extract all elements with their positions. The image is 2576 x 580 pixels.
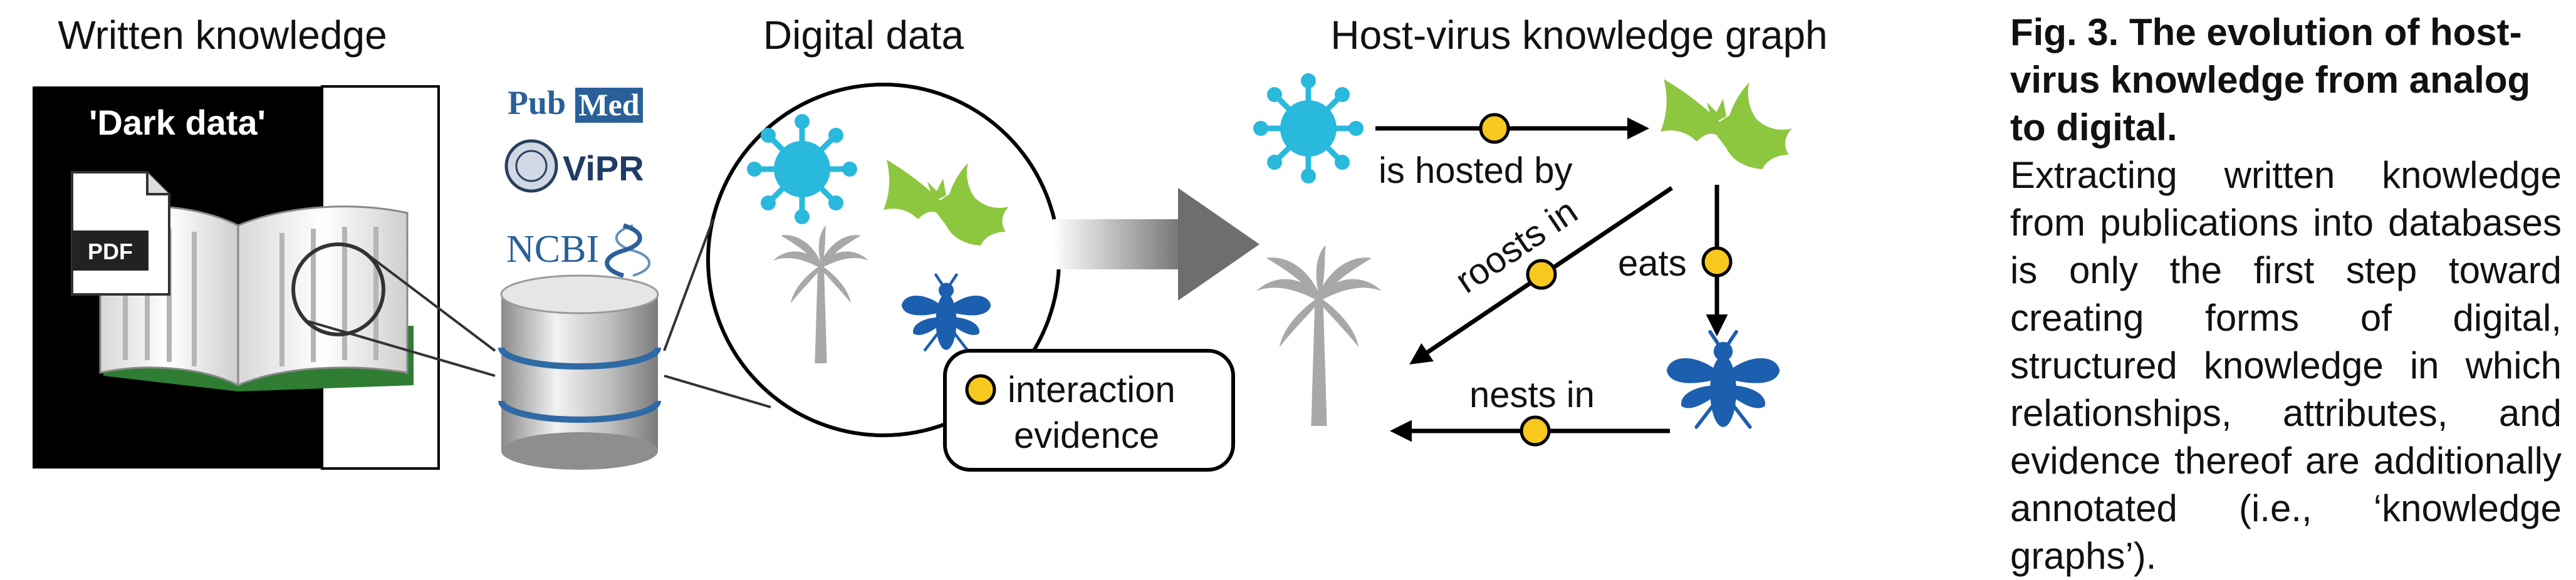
evidence-dot-eats xyxy=(1701,246,1733,277)
legend-box xyxy=(943,349,1235,472)
evidence-dot-hosted xyxy=(1479,113,1510,144)
vipr-seal-icon xyxy=(504,139,558,193)
evidence-dot-nests xyxy=(1520,415,1551,447)
zoom-line-db-lower xyxy=(664,375,771,408)
figure-caption: Fig. 3. The evolution of host-virus know… xyxy=(2010,9,2562,580)
zoom-line-lower xyxy=(305,319,496,377)
panel-title-graph: Host-virus knowledge graph xyxy=(1330,13,1827,58)
evidence-dot-roosts xyxy=(1526,259,1557,290)
edge-label-roosts-in: roosts in xyxy=(1448,190,1585,301)
legend-line2: evidence xyxy=(1014,415,1159,456)
bat-node-icon xyxy=(1661,79,1792,170)
evidence-dot-legend xyxy=(965,374,996,405)
pubmed-logo-med: Med xyxy=(578,87,639,122)
bee-node-icon xyxy=(1667,332,1780,427)
big-transition-arrow xyxy=(1053,188,1259,301)
dark-data-label: 'Dark data' xyxy=(89,103,266,142)
pdf-label: PDF xyxy=(88,239,133,264)
palm-node-icon xyxy=(1256,245,1382,426)
edge-label-eats: eats xyxy=(1618,243,1687,284)
caption-body: Extracting written knowledge from public… xyxy=(2010,154,2562,577)
panel-title-written: Written knowledge xyxy=(58,13,387,58)
virus-icon-digital xyxy=(747,114,857,224)
database-icon xyxy=(498,274,661,470)
edge-label-is-hosted-by: is hosted by xyxy=(1379,150,1573,191)
panel-title-digital: Digital data xyxy=(763,13,964,58)
legend-line1: interaction xyxy=(1008,370,1176,410)
zoom-line-db-upper xyxy=(663,219,714,351)
pubmed-logo-pub: Pub xyxy=(508,84,566,122)
vipr-logo: ViPR xyxy=(563,148,644,188)
figure-canvas: Written knowledge 'Dark data' PDF Pub Me… xyxy=(33,13,1828,472)
ncbi-helix-icon xyxy=(605,223,642,278)
magnifier-circle xyxy=(291,242,385,336)
pdf-file-icon: PDF xyxy=(71,171,170,296)
caption-title: Fig. 3. The evolution of host-virus know… xyxy=(2010,11,2531,148)
edge-label-nests-in: nests in xyxy=(1469,375,1595,415)
pubmed-logo-box xyxy=(575,88,643,123)
zoom-line-upper xyxy=(361,249,496,352)
virus-node-icon xyxy=(1253,73,1364,184)
ncbi-logo: NCBI xyxy=(506,228,599,271)
